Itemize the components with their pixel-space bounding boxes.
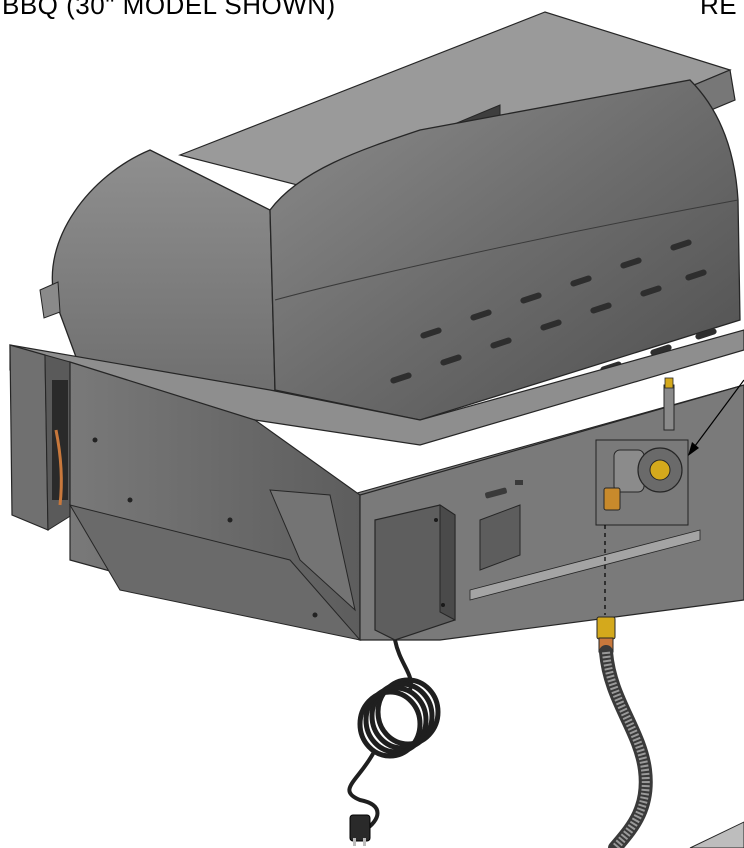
figure-caption-right: RE	[700, 0, 738, 20]
leader-arrow	[688, 379, 744, 456]
power-cord	[347, 639, 441, 846]
rear-panel	[359, 384, 744, 641]
plug	[349, 814, 371, 842]
floor-edge	[689, 821, 744, 848]
figure-caption-left: BBQ (30" MODEL SHOWN)	[2, 0, 336, 20]
left-end-panel	[9, 344, 73, 531]
gas-hose	[596, 616, 653, 848]
gas-regulator-assembly	[595, 377, 689, 526]
electrical-junction-box	[374, 504, 456, 641]
